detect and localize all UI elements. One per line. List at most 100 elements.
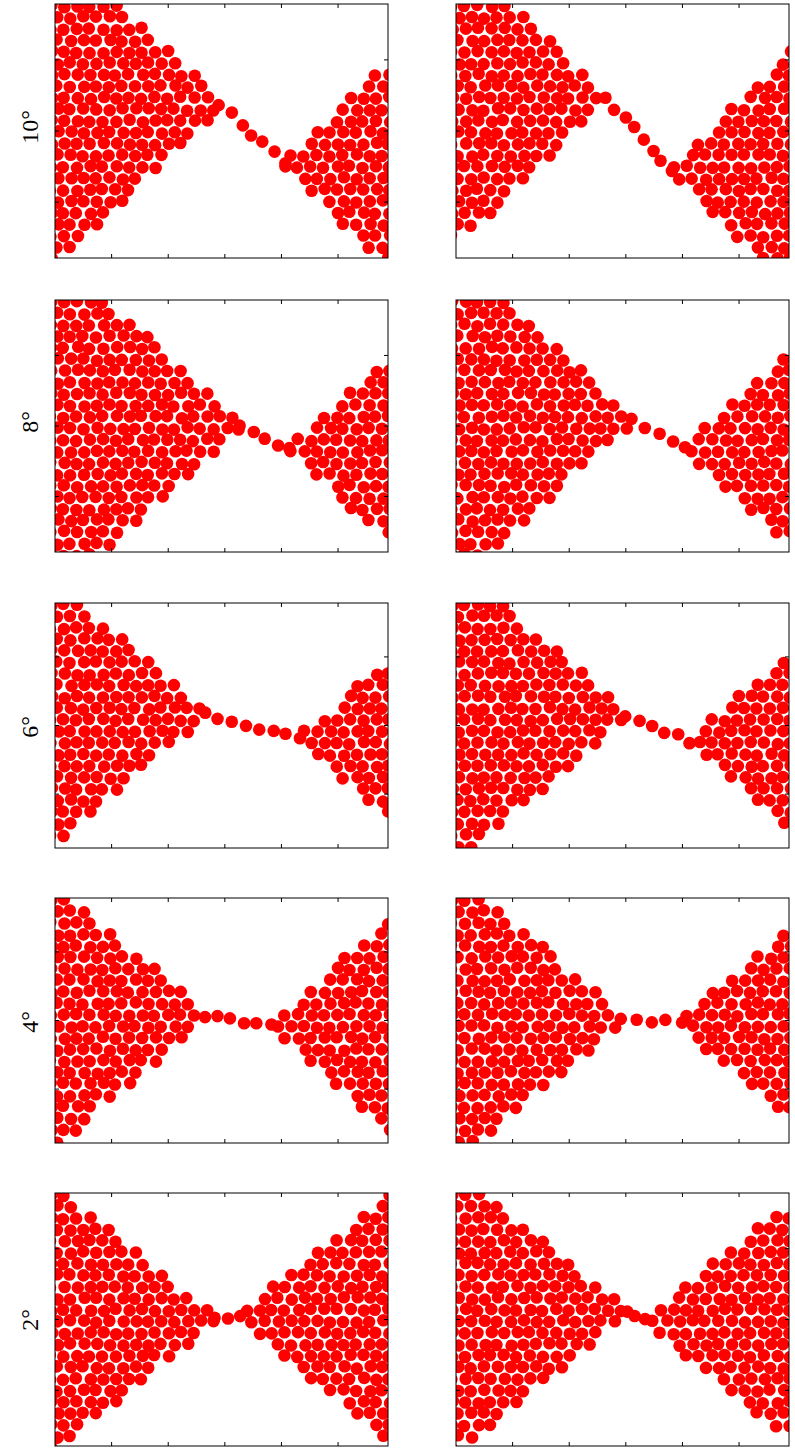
particle <box>135 758 148 771</box>
particle <box>778 467 789 480</box>
particle <box>375 702 388 715</box>
particle <box>362 422 375 435</box>
particle <box>733 207 746 220</box>
particle <box>65 793 78 806</box>
particle <box>55 905 64 918</box>
particle <box>382 526 388 539</box>
particle <box>458 160 471 173</box>
particle <box>771 252 784 258</box>
particle <box>84 69 97 82</box>
particle <box>525 939 538 952</box>
particle <box>89 34 102 47</box>
particle <box>557 444 570 457</box>
particle <box>757 782 770 795</box>
particle <box>505 950 518 963</box>
particle <box>484 364 497 377</box>
particle <box>484 92 497 105</box>
particle <box>142 491 155 504</box>
particle <box>492 537 505 550</box>
particle <box>456 748 466 761</box>
particle <box>638 133 651 146</box>
particle <box>498 45 511 58</box>
particle <box>55 11 64 24</box>
particle <box>464 679 477 692</box>
particle <box>189 114 202 127</box>
particle <box>344 457 357 470</box>
particle <box>130 973 143 986</box>
particle <box>512 644 525 657</box>
particle <box>117 1042 130 1055</box>
particle <box>142 102 155 115</box>
particle <box>310 468 323 481</box>
particle <box>744 736 757 749</box>
axis-tick <box>569 4 570 8</box>
particle <box>84 644 97 657</box>
particle <box>63 725 76 738</box>
particle <box>738 148 751 161</box>
particle <box>298 445 311 458</box>
particle <box>111 985 124 998</box>
particle <box>351 1090 364 1103</box>
particle <box>174 90 187 103</box>
particle <box>752 468 765 481</box>
particle <box>785 45 789 58</box>
particle <box>168 468 181 481</box>
particle <box>530 678 543 691</box>
particle <box>518 331 531 344</box>
particle <box>293 1032 306 1045</box>
particle <box>460 434 473 447</box>
particle <box>78 1089 91 1102</box>
particle <box>356 1100 369 1113</box>
particle <box>70 1124 83 1137</box>
particle <box>518 514 531 527</box>
particle <box>486 160 499 173</box>
particle <box>55 352 64 365</box>
particle <box>751 950 764 963</box>
particle <box>142 679 155 692</box>
axis-tick <box>111 1139 112 1143</box>
particle <box>459 939 472 952</box>
hopper-panel <box>445 0 795 265</box>
particle <box>763 127 776 140</box>
particle <box>383 690 388 703</box>
hopper-panel <box>444 893 795 1148</box>
particle <box>65 772 78 785</box>
particle <box>357 183 370 196</box>
particle <box>115 997 128 1010</box>
particle <box>76 150 89 163</box>
axis-tick <box>512 548 513 552</box>
particle <box>199 706 212 719</box>
particle <box>65 35 78 48</box>
particle <box>65 446 78 459</box>
particle <box>150 667 163 680</box>
particle <box>477 148 490 161</box>
particle <box>511 160 524 173</box>
particle <box>478 353 491 366</box>
particle <box>745 782 758 795</box>
axis-tick <box>512 4 513 8</box>
particle <box>323 150 336 163</box>
particle <box>70 916 83 929</box>
particle <box>58 137 71 150</box>
particle <box>135 409 148 422</box>
particle <box>122 736 135 749</box>
particle <box>225 715 238 728</box>
particle <box>456 679 464 692</box>
particle <box>55 951 64 964</box>
particle <box>653 427 666 440</box>
particle <box>83 1100 96 1113</box>
particle <box>345 502 358 515</box>
particle <box>456 125 465 138</box>
particle <box>91 307 104 320</box>
particle <box>382 963 388 976</box>
particle <box>525 22 538 35</box>
particle <box>751 377 764 390</box>
particle <box>577 691 590 704</box>
particle <box>595 702 608 715</box>
particle <box>304 1032 317 1045</box>
particle <box>123 161 136 174</box>
particle <box>364 702 377 715</box>
particle <box>485 962 498 975</box>
particle <box>544 444 557 457</box>
particle <box>78 127 91 140</box>
